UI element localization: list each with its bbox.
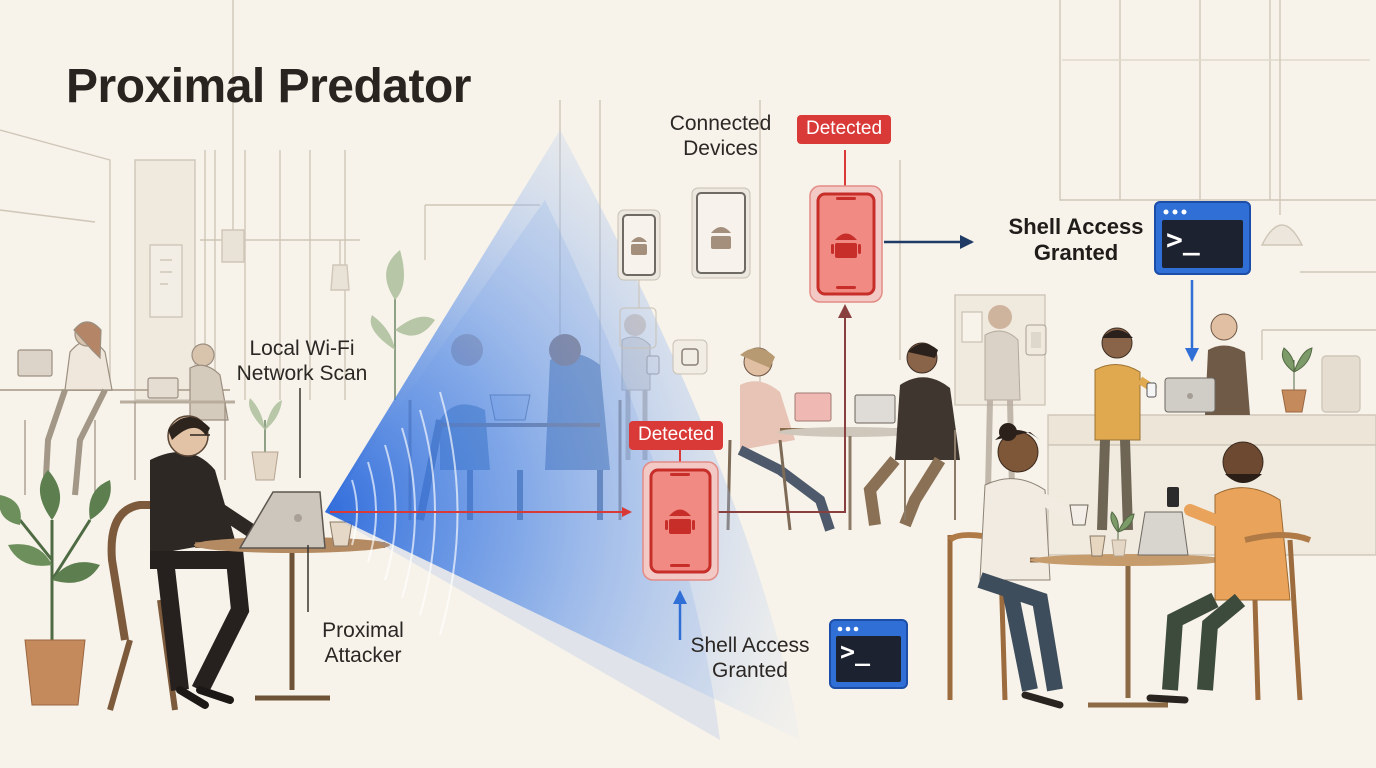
connected-devices-label-line2: Devices [683, 137, 758, 161]
android-icon [711, 227, 731, 249]
android-icon [631, 237, 647, 255]
attacker-label-line1: Proximal [322, 619, 404, 642]
wifi-scan-label: Local Wi-Fi Network Scan [222, 336, 382, 386]
plant-bottom-left [0, 470, 111, 706]
wifi-scan-label-line2: Network Scan [236, 362, 368, 386]
detected-phone-middle [642, 461, 719, 581]
wearable-icon [672, 339, 708, 375]
connected-devices [617, 187, 751, 375]
terminal-window-top [1154, 201, 1251, 275]
person-left-woman [0, 321, 230, 496]
shell-access-label-top: Shell Access Granted [996, 214, 1156, 267]
person-left-man [120, 343, 235, 480]
diagram-title: Proximal Predator [66, 60, 471, 113]
shell-access-label-bottom-line1: Shell Access [690, 634, 810, 657]
shell-access-label-top-line2: Granted [1033, 240, 1119, 266]
shell-access-label-top-line1: Shell Access [1008, 214, 1144, 239]
terminal-icon: >_ [1166, 223, 1200, 256]
attacker-label-line2: Attacker [324, 644, 402, 668]
connected-devices-label-line1: Connected [669, 112, 772, 135]
person-couple-bottom-right [947, 423, 1312, 709]
connected-devices-label: Connected Devices [648, 111, 793, 161]
terminal-icon: >_ [840, 637, 871, 666]
detected-badge-middle: Detected [629, 421, 724, 450]
android-icon [831, 233, 861, 258]
wifi-scan-label-line1: Local Wi-Fi [249, 337, 355, 360]
shell-access-label-bottom: Shell Access Granted [680, 633, 820, 683]
detected-badge-top: Detected [797, 115, 892, 144]
person-attacker [107, 415, 390, 711]
attacker-label: Proximal Attacker [300, 618, 426, 668]
tablet-icon [691, 187, 751, 279]
person-yellow-shirt [1094, 327, 1158, 531]
terminal-window-bottom [829, 619, 908, 689]
person-pair-center-right [726, 342, 960, 532]
shell-access-label-bottom-line2: Granted [712, 659, 788, 683]
person-barista [1164, 313, 1313, 415]
plant-tall-center [370, 250, 435, 400]
attack-arrows [299, 150, 1199, 640]
android-icon [665, 509, 695, 534]
detected-phone-top [809, 185, 883, 303]
plant-left-mid [249, 398, 282, 481]
phone-icon [617, 209, 661, 281]
